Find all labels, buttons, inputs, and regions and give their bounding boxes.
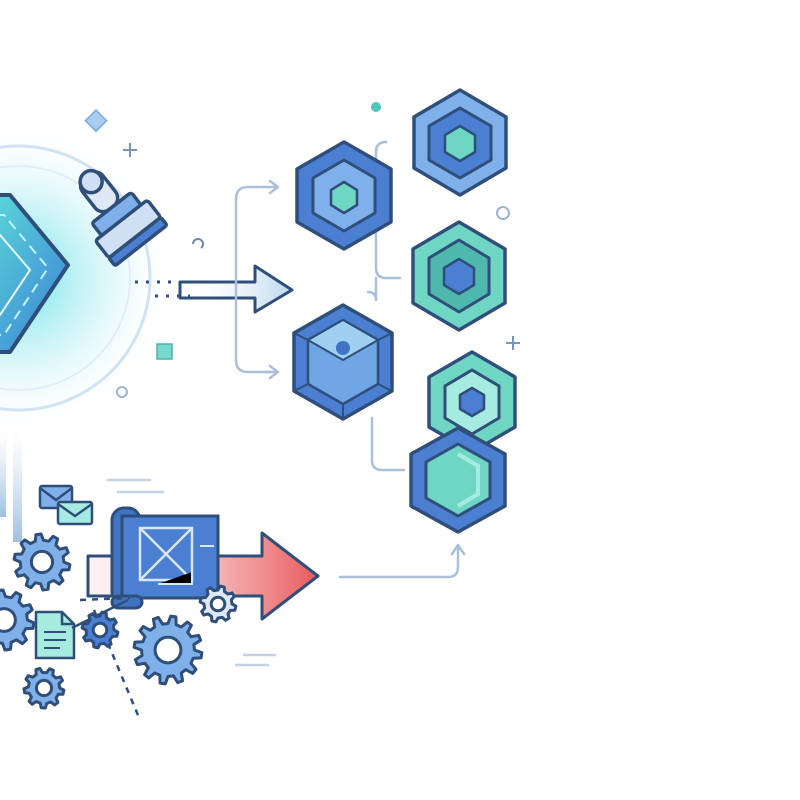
connector-arrow-top: [260, 179, 280, 195]
connector-left: [234, 185, 274, 374]
core-inner-ring: [0, 165, 131, 391]
gears-group: [0, 532, 238, 710]
square-sparkle: [156, 343, 173, 360]
ring-sparkle-right: [496, 206, 510, 220]
rubber-stamp-icon: [78, 168, 168, 267]
gear-icon: [132, 614, 204, 686]
glowing-hexagon-core-icon: [0, 193, 70, 354]
core-ring: [0, 144, 152, 412]
blueprint-scroll-icon: [110, 506, 220, 610]
ring-sparkle-small: [116, 386, 128, 398]
connector-return: [338, 546, 460, 579]
module-6: [409, 426, 507, 534]
vertical-bars: [0, 432, 22, 542]
arc-sparkle: [192, 238, 204, 249]
gear-icon: [12, 532, 72, 592]
envelope-2: [56, 500, 94, 526]
module-4: [292, 303, 394, 421]
gear-icon: [80, 610, 120, 650]
connector-arrow-bottom: [264, 364, 280, 380]
gear-icon: [0, 588, 36, 652]
connector-middle-bottom: [370, 416, 406, 472]
module-3: [411, 220, 507, 332]
hexagon-module-icon: [292, 88, 517, 534]
module-1: [295, 140, 393, 251]
envelope-icon: [38, 484, 94, 526]
diamond-sparkle: [84, 109, 108, 133]
plus-sparkle-right: [506, 336, 520, 350]
connector-return-arrowhead: [450, 543, 466, 556]
connector-middle-top: [374, 140, 402, 280]
gear-icon: [198, 584, 238, 624]
module-2: [412, 88, 508, 197]
dashed-lines: [79, 596, 142, 721]
document-icon: [34, 610, 76, 660]
plus-sparkle: [123, 143, 137, 157]
gear-icon: [22, 666, 66, 710]
module-5: [427, 350, 517, 454]
branch-connectors: [234, 140, 466, 579]
dot-sparkle: [371, 102, 381, 112]
connector-middle-join: [366, 276, 378, 302]
decorative-lines: [106, 478, 277, 667]
